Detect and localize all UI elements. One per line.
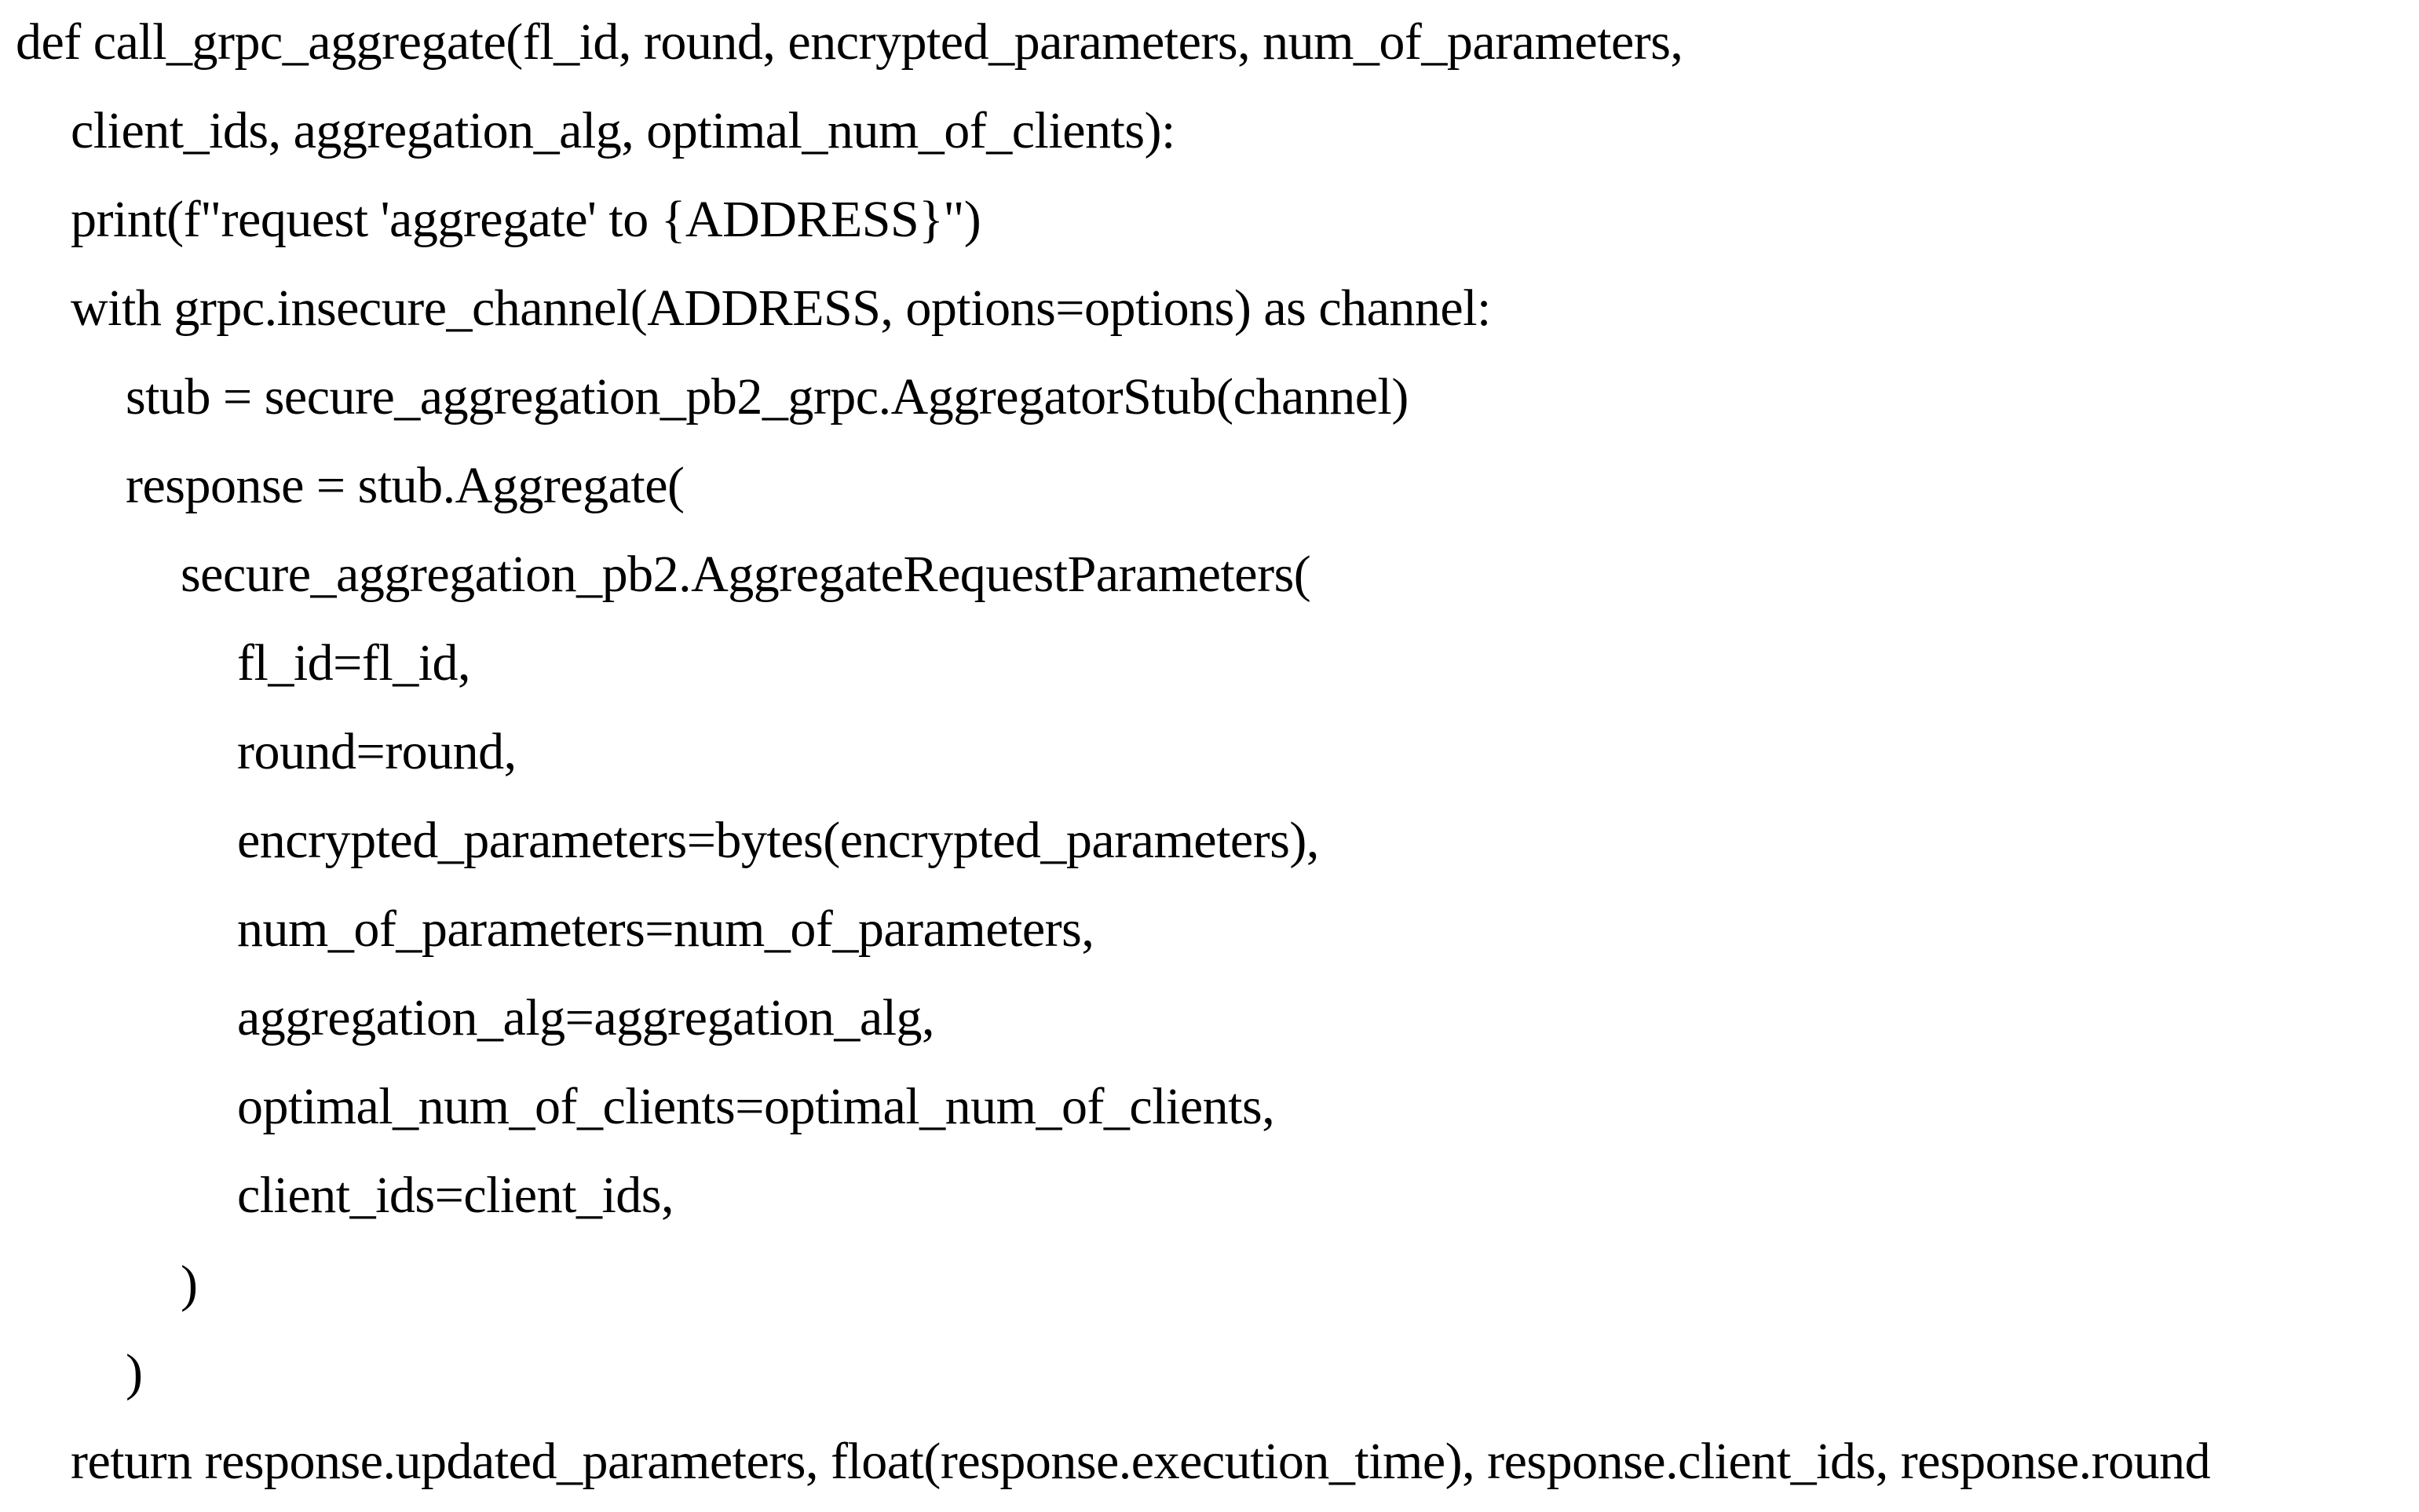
code-line-function-params: client_ids, aggregation_alg, optimal_num…: [71, 102, 1175, 159]
code-line-arg-round: round=round,: [237, 723, 517, 780]
code-line-return: return response.updated_parameters, floa…: [71, 1433, 2211, 1490]
code-line-request-params: secure_aggregation_pb2.AggregateRequestP…: [181, 546, 1311, 603]
code-line-print: print(f"request 'aggregate' to {ADDRESS}…: [71, 191, 981, 248]
code-line-close-paren-outer: ): [126, 1344, 143, 1401]
code-line-arg-aggregation: aggregation_alg=aggregation_alg,: [237, 989, 935, 1046]
code-line-arg-num-params: num_of_parameters=num_of_parameters,: [237, 900, 1094, 958]
code-line-arg-client-ids: client_ids=client_ids,: [237, 1167, 674, 1224]
code-line-arg-optimal: optimal_num_of_clients=optimal_num_of_cl…: [237, 1078, 1275, 1135]
code-line-arg-encrypted: encrypted_parameters=bytes(encrypted_par…: [237, 812, 1319, 869]
code-line-function-def: def call_grpc_aggregate(fl_id, round, en…: [16, 13, 1683, 71]
code-line-arg-fl-id: fl_id=fl_id,: [237, 634, 471, 692]
code-line-response: response = stub.Aggregate(: [126, 457, 685, 514]
code-line-stub: stub = secure_aggregation_pb2_grpc.Aggre…: [126, 368, 1409, 425]
code-line-close-paren-inner: ): [181, 1255, 198, 1313]
code-line-with-channel: with grpc.insecure_channel(ADDRESS, opti…: [71, 279, 1491, 337]
